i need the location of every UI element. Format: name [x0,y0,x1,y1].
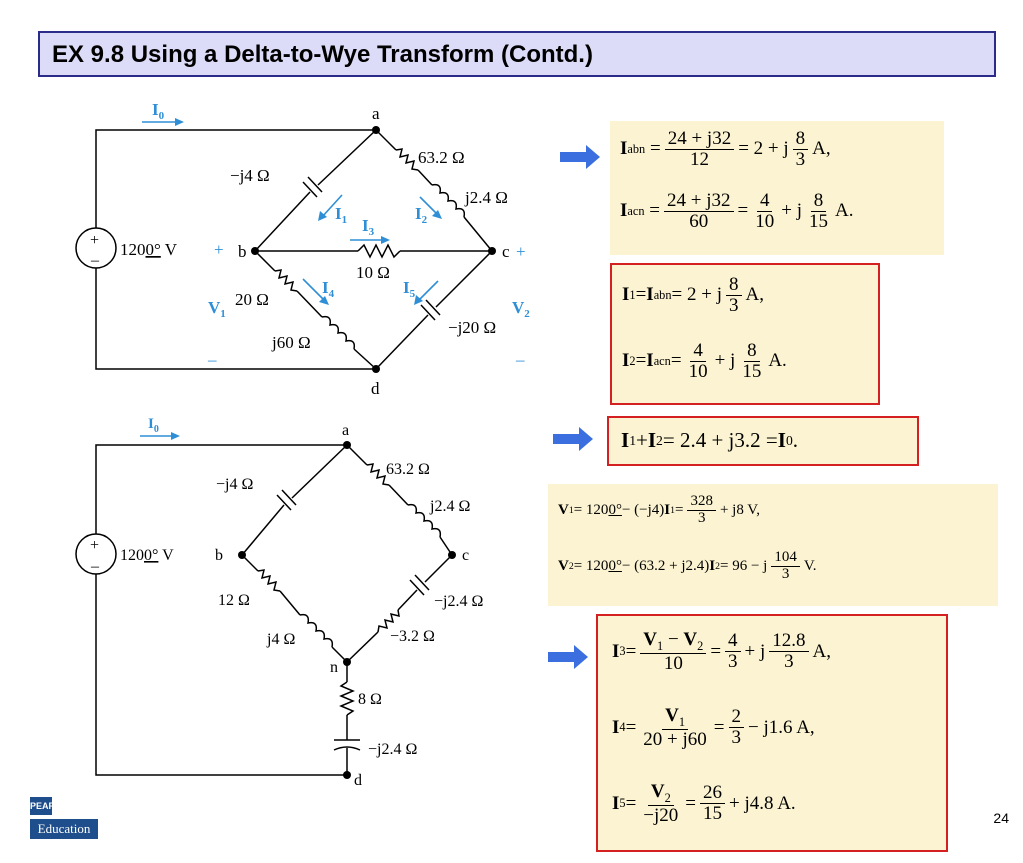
i4-label: I4 [322,278,335,300]
logo-top-text: PEAR [30,797,52,815]
arrow-2 [553,427,593,451]
node-b-label: b [238,242,247,261]
page-number: 24 [993,810,1009,826]
page-title: EX 9.8 Using a Delta-to-Wye Transform (C… [52,41,593,68]
title-bar: EX 9.8 Using a Delta-to-Wye Transform (C… [38,31,996,77]
node-c-label: c [502,242,510,261]
node2-c-label: c [462,547,469,564]
r-bn-label: 12 Ω [218,592,250,609]
node2-n-label: n [330,659,338,676]
c-nd-label: −j2.4 Ω [368,741,417,758]
r-nd-label: 8 Ω [358,691,382,708]
r-cn-label: −3.2 Ω [390,628,435,645]
i2-label: I2 [415,204,428,226]
arrow-1 [560,145,600,169]
source-label: 1200° V [120,240,178,259]
l-ac-label: j2.4 Ω [464,188,508,207]
r-bd-label: 20 Ω [235,290,269,309]
source2-minus: – [90,558,100,575]
source2-label: 1200° V [120,547,174,564]
v1-minus: – [207,350,217,369]
r-bc-label: 10 Ω [356,263,390,282]
l-bd-label: j60 Ω [271,333,311,352]
i0-label: I0 [152,100,165,122]
c-plus: + [516,242,526,261]
i5-label: I5 [403,278,416,300]
c-cn-label: −j2.4 Ω [434,593,483,610]
v1-label: V1 [208,298,226,320]
b-plus: + [214,240,224,259]
v2-minus: – [515,350,525,369]
node2-a-label: a [342,422,349,439]
c2-ab-label: −j4 Ω [216,476,253,493]
source-minus: – [90,252,100,269]
r2-ac-label: 63.2 Ω [386,461,430,478]
pearson-logo: PEAR Education [30,797,98,841]
node2-d-label: d [354,772,362,789]
node-d-label: d [371,379,380,398]
arrow-3 [548,645,588,669]
source2-plus: + [90,537,99,554]
c-ab-label: −j4 Ω [230,166,270,185]
node-a-label: a [372,104,380,123]
r-ac-label: 63.2 Ω [418,148,465,167]
node2-b-label: b [215,547,223,564]
i1-label: I1 [335,204,347,226]
source-plus: + [90,232,99,249]
l-bn-label: j4 Ω [266,631,295,648]
logo-bottom-text: Education [30,819,98,839]
i3-label: I3 [362,216,375,238]
l2-ac-label: j2.4 Ω [429,498,470,515]
wye-circuit: + – a b c n d 63.2 Ω j2.4 Ω −j4 Ω 12 Ω j… [75,416,483,789]
v2-label: V2 [512,298,530,320]
i0-label-2: I0 [148,416,159,435]
c-cd-label: −j20 Ω [448,318,496,337]
delta-circuit: + – a b c d 63.2 Ω j2.4 Ω −j4 Ω 10 Ω 20 … [75,100,530,398]
